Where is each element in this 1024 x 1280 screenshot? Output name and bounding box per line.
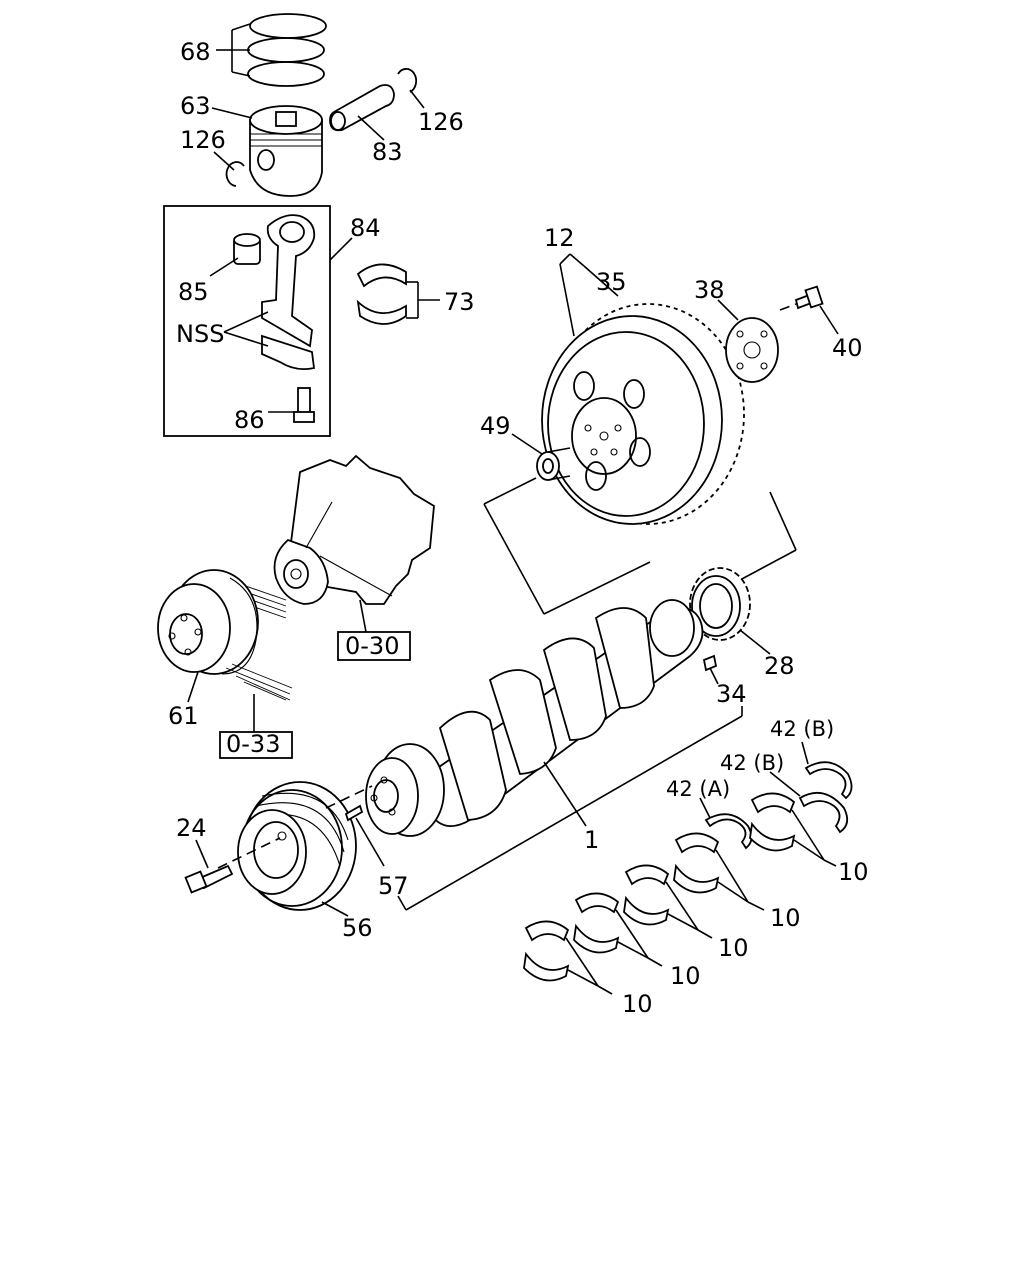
bushing [233, 233, 261, 265]
label-84: 84 [350, 214, 381, 242]
leader-57 [355, 817, 385, 867]
label-35: 35 [596, 268, 627, 296]
connecting-rod [261, 214, 316, 371]
leader-42a [699, 797, 711, 819]
leader-68 [216, 23, 251, 77]
piston [249, 105, 323, 197]
label-49: 49 [480, 412, 511, 440]
main-bearing-set-1 [749, 792, 837, 867]
ref-box-0-33[interactable] [219, 731, 293, 759]
assembly-bracket-crank [397, 706, 743, 911]
thrust-washer-a [704, 813, 753, 850]
main-bearing-set-4 [573, 892, 663, 967]
pulley-axis-line [217, 837, 281, 869]
leader-38 [717, 299, 739, 321]
crank-key [702, 654, 718, 672]
label-56: 56 [342, 914, 373, 942]
flywheel [541, 303, 745, 525]
leader-84 [329, 237, 353, 261]
leader-61 [187, 671, 199, 703]
label-61: 61 [168, 702, 199, 730]
leader-49 [511, 433, 543, 455]
label-10-set-3: 10 [718, 934, 749, 962]
flywheel-bolt [794, 285, 824, 310]
label-1: 1 [584, 826, 599, 854]
leader-12 [559, 253, 619, 337]
ref-0-33[interactable]: 0-33 [226, 730, 280, 758]
label-12: 12 [544, 224, 575, 252]
rod-bolt [293, 387, 315, 423]
water-pump [273, 454, 435, 605]
belt-hatch-lower [225, 663, 293, 701]
label-10-set-5: 10 [622, 990, 653, 1018]
leader-42b-mid [769, 771, 801, 797]
label-63: 63 [180, 92, 211, 120]
piston-rings [247, 13, 327, 87]
leader-40 [819, 305, 839, 335]
crankshaft [365, 599, 704, 837]
piston-pin [329, 84, 395, 132]
label-34: 34 [716, 680, 747, 708]
snap-ring-left [225, 161, 245, 187]
crank-axis-line [325, 785, 373, 809]
leader-73 [406, 281, 440, 319]
ref-0-30[interactable]: 0-30 [345, 632, 399, 660]
label-83: 83 [372, 138, 403, 166]
leader-63 [211, 107, 253, 119]
label-10-set-1: 10 [838, 858, 869, 886]
label-68: 68 [180, 38, 211, 66]
label-42b-top: 42 (B) [770, 717, 834, 741]
leader-0-30 [359, 599, 367, 633]
label-24: 24 [176, 814, 207, 842]
leader-83 [357, 115, 385, 141]
label-42b-mid: 42 (B) [720, 751, 784, 775]
label-57: 57 [378, 872, 409, 900]
assembly-bracket-flywheel [483, 477, 797, 615]
dowel-pin [344, 804, 364, 822]
label-85: 85 [178, 278, 209, 306]
label-38: 38 [694, 276, 725, 304]
main-bearing-set-3 [623, 864, 713, 939]
main-bearing-set-2 [673, 832, 765, 911]
label-126-left: 126 [180, 126, 226, 154]
leader-24 [195, 839, 209, 869]
pulley-bolt [184, 864, 234, 894]
label-28: 28 [764, 652, 795, 680]
thrust-washer-b-top [804, 761, 853, 800]
rod-bearings [356, 263, 407, 325]
main-bearing-set-5 [523, 920, 613, 995]
label-73: 73 [444, 288, 475, 316]
crank-pulley [237, 781, 357, 911]
leader-126-left [213, 151, 235, 171]
fan-pulley [157, 569, 259, 675]
pilot-bearing [536, 447, 571, 481]
leader-42b-top [801, 741, 809, 765]
leader-126-right [409, 89, 425, 109]
crank-gear [689, 567, 751, 641]
label-10-set-2: 10 [770, 904, 801, 932]
label-42a: 42 (A) [666, 777, 730, 801]
leader-nss [223, 311, 269, 347]
leader-28 [739, 629, 771, 655]
snap-ring-right [397, 68, 418, 93]
ref-box-0-30[interactable] [337, 631, 411, 661]
label-10-set-4: 10 [670, 962, 701, 990]
label-40: 40 [832, 334, 863, 362]
leader-56 [321, 901, 349, 917]
leader-34 [709, 667, 719, 685]
label-86: 86 [234, 406, 265, 434]
label-126-right: 126 [418, 108, 464, 136]
leader-85 [209, 257, 239, 277]
bolt-axis-line [779, 303, 797, 311]
thrust-washer-b-mid [798, 791, 849, 834]
label-nss: NSS [176, 320, 224, 348]
flywheel-plate [725, 317, 779, 383]
